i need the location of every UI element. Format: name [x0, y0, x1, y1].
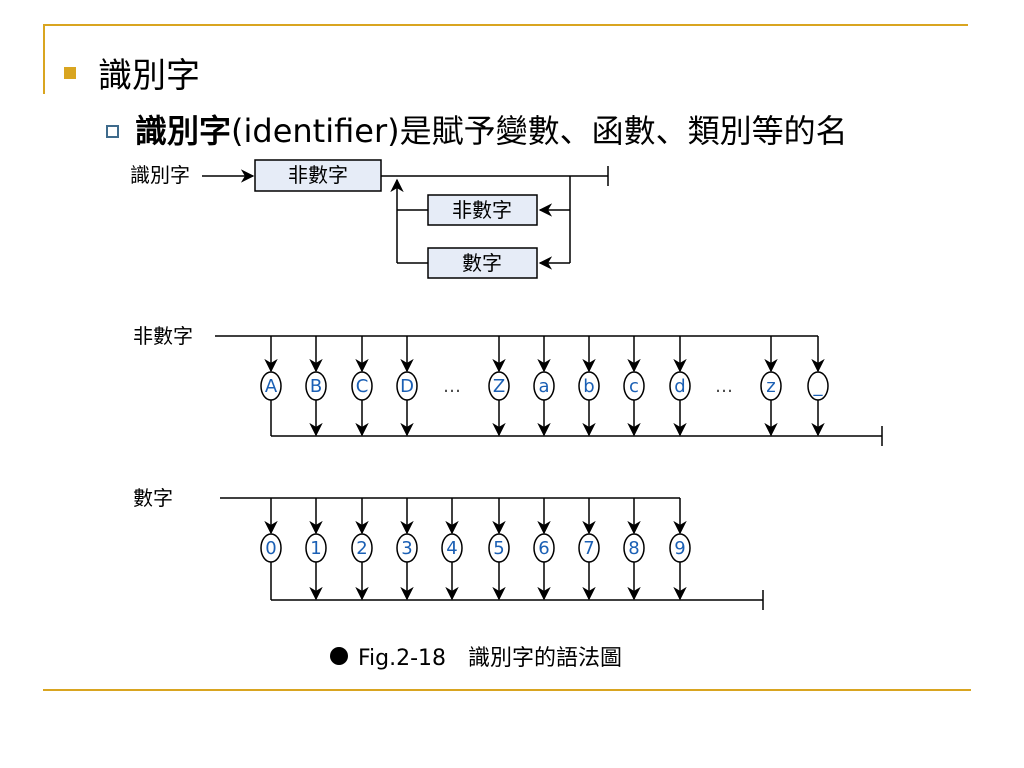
digit-diagram: 數字 0 1 2 3 4 5 6 7 8 9: [133, 486, 764, 610]
digit-oval-label: 4: [446, 538, 457, 559]
digit-oval-label: 5: [493, 538, 504, 559]
nondigit-oval-label: D: [400, 376, 414, 397]
bullet-dot-icon: [330, 647, 348, 665]
digit-oval-label: 7: [583, 538, 594, 559]
digit-oval-label: 9: [674, 538, 685, 559]
box-nondigit-first: [254, 159, 382, 192]
box-nondigit-loop: [427, 194, 538, 226]
heading-text: 識別字: [98, 56, 200, 96]
digit-oval-label: 8: [628, 538, 639, 559]
identifier-diagram: 識別字 非數字 非數字 數字: [130, 159, 609, 279]
digit-label: 數字: [133, 486, 173, 510]
square-bullet-icon: [64, 66, 76, 79]
sub-bullet-text: (identifier)是賦予變數、函數、類別等的名: [231, 112, 848, 150]
figure-caption: Fig.2-18 識別字的語法圖: [330, 640, 622, 672]
nondigit-oval-label: a: [538, 376, 549, 397]
bottom-rule: [43, 689, 971, 691]
sub-bullet-bold: 識別字: [135, 112, 232, 150]
identifier-label: 識別字: [130, 163, 190, 187]
sub-bullet: 識別字 (identifier)是賦予變數、函數、類別等的名: [106, 106, 848, 152]
nondigit-ellipsis: …: [715, 376, 733, 397]
nondigit-oval-label: A: [265, 376, 278, 397]
nondigit-oval-label: B: [310, 376, 322, 397]
nondigit-oval-label: c: [629, 376, 639, 397]
digit-oval-label: 0: [265, 538, 276, 559]
nondigit-oval-label: _: [813, 376, 824, 397]
nondigit-oval-label: C: [356, 376, 369, 397]
nondigit-oval-label: Z: [493, 376, 505, 397]
digit-oval-label: 6: [538, 538, 549, 559]
hollow-square-bullet-icon: [106, 124, 119, 138]
box-nondigit-first-text: 非數字: [288, 163, 348, 187]
box-nondigit-loop-text: 非數字: [452, 198, 512, 222]
caption-text: Fig.2-18 識別字的語法圖: [358, 646, 623, 671]
nondigit-oval-label: d: [674, 376, 685, 397]
heading: 識別字: [64, 48, 200, 97]
side-accent: [43, 24, 45, 94]
nondigit-oval-label: z: [766, 376, 775, 397]
nondigit-label: 非數字: [133, 324, 193, 348]
digit-oval-label: 2: [356, 538, 367, 559]
box-digit-loop: [427, 247, 538, 279]
nondigit-oval-label: b: [583, 376, 594, 397]
box-digit-loop-text: 數字: [462, 251, 502, 275]
digit-oval-label: 1: [310, 538, 321, 559]
digit-oval-label: 3: [401, 538, 412, 559]
top-rule: [43, 24, 968, 26]
nondigit-ellipsis: …: [443, 376, 461, 397]
